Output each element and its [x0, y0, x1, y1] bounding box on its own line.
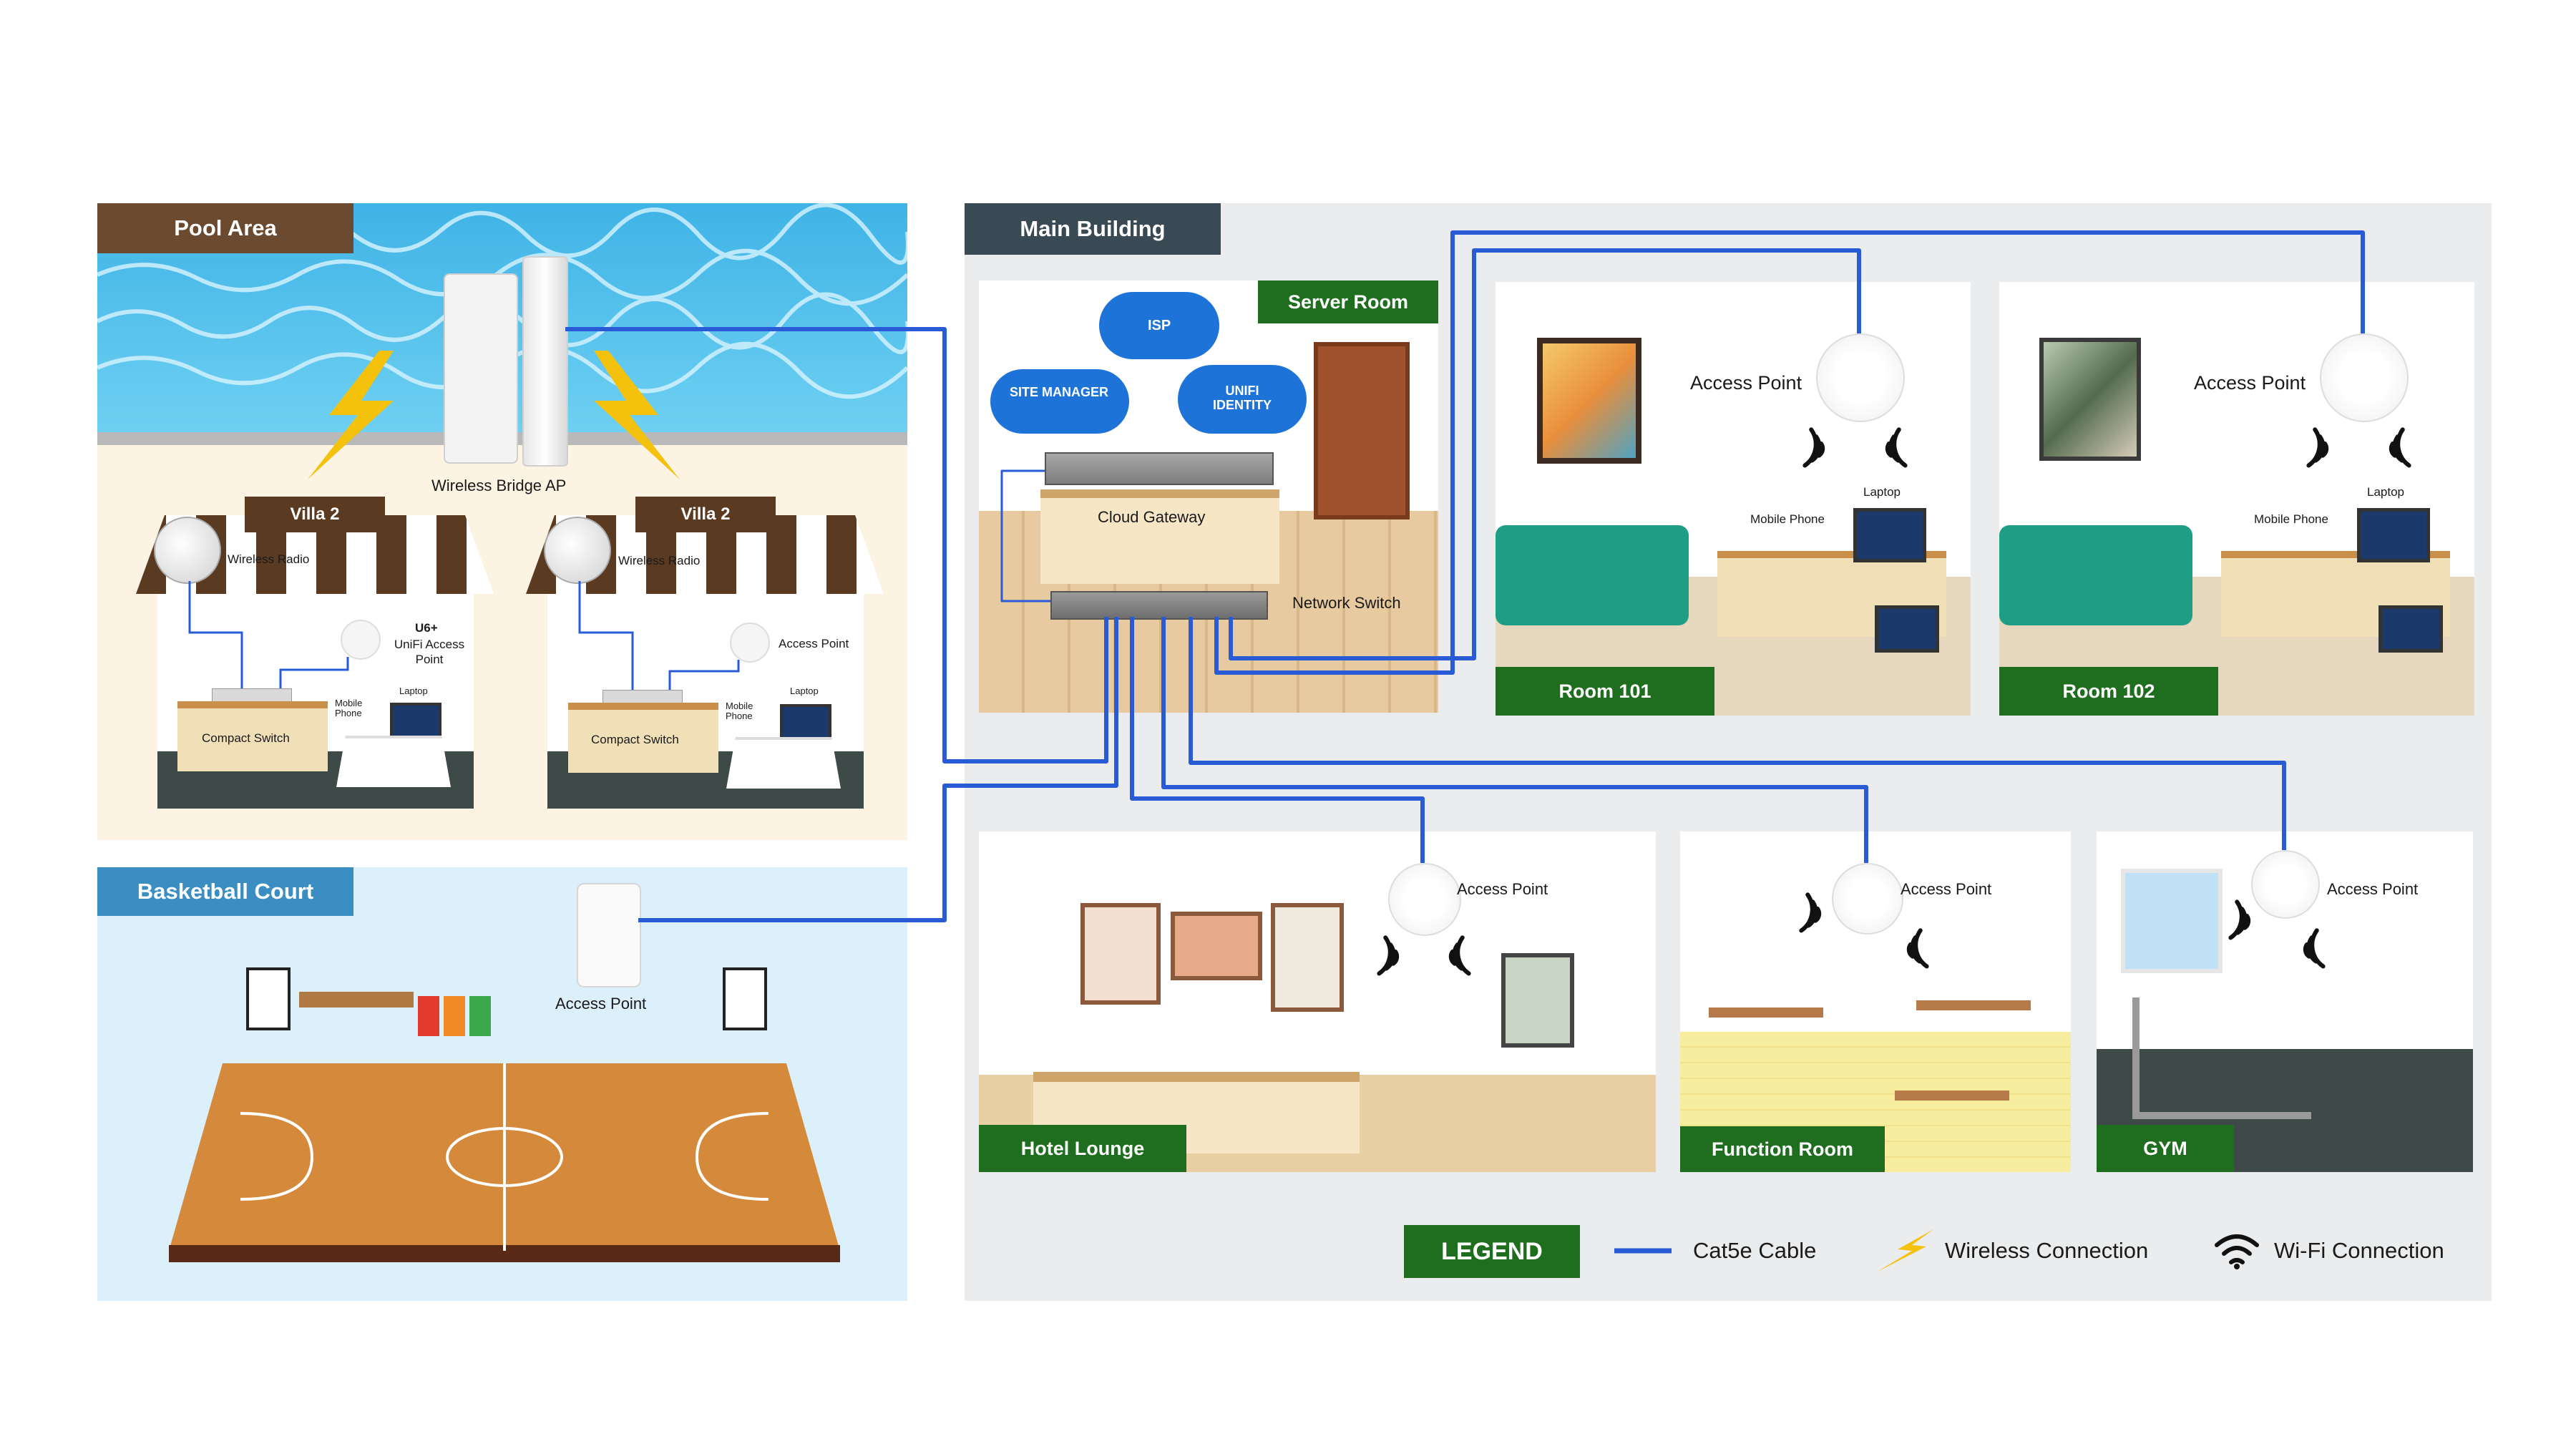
- villa-left-table: [336, 736, 451, 787]
- site-manager-cloud-icon: [990, 369, 1129, 434]
- room-102-laptop-label: Laptop: [2367, 485, 2404, 499]
- basketball-ap-label: Access Point: [555, 995, 647, 1013]
- server-room-tag: Server Room: [1258, 280, 1438, 323]
- villa-right-ap-label: Access Point: [779, 637, 849, 650]
- lounge-painting-1: [1080, 903, 1161, 1005]
- gym-ap-icon[interactable]: [2251, 850, 2320, 919]
- villa-left-laptop-label: Laptop: [399, 686, 428, 696]
- isp-label: ISP: [1148, 318, 1171, 333]
- lounge-painting-2: [1171, 912, 1262, 980]
- legend-wifi-label: Wi-Fi Connection: [2274, 1238, 2444, 1263]
- pool-area-tag: Pool Area: [97, 203, 353, 253]
- hotel-lounge: [979, 831, 1656, 1172]
- room-101-phone-label: Mobile Phone: [1750, 512, 1825, 526]
- function-ap-label: Access Point: [1901, 880, 1992, 898]
- room-102-painting: [2039, 338, 2141, 461]
- room-101-bed: [1496, 525, 1689, 625]
- villa-left-ap-desc: UniFi Access Point: [394, 638, 465, 666]
- lightning-icon: [308, 351, 394, 479]
- function-table-2: [1916, 1000, 2031, 1010]
- lounge-ap-label: Access Point: [1457, 880, 1548, 898]
- server-rack-desk: [1040, 489, 1279, 584]
- hotel-lounge-tag: Hotel Lounge: [979, 1125, 1186, 1172]
- court-lines: [240, 1063, 769, 1251]
- cable-legend-icon: [1614, 1248, 1672, 1254]
- villa-right-ap-icon[interactable]: [730, 623, 770, 663]
- legend-title: LEGEND: [1404, 1225, 1580, 1278]
- main-building-tag: Main Building: [965, 203, 1221, 255]
- site-manager-label: SITE MANAGER: [1009, 385, 1108, 399]
- lounge-painting-4: [1501, 953, 1574, 1048]
- villa-left-phone-label: Mobile Phone: [335, 698, 363, 718]
- laptop-icon[interactable]: [780, 704, 831, 741]
- laptop-icon[interactable]: [2379, 605, 2443, 653]
- laptop-icon[interactable]: [2357, 508, 2430, 562]
- wifi-legend-icon: [2215, 1234, 2259, 1269]
- villa-left-title: Villa 2: [245, 497, 385, 532]
- room-102-ap-icon[interactable]: [2320, 333, 2409, 422]
- gym-window: [2121, 869, 2223, 973]
- wireless-radio-dish-icon[interactable]: [154, 517, 221, 584]
- basketball-ap-device[interactable]: [577, 883, 641, 987]
- villa-right-title: Villa 2: [635, 497, 776, 532]
- room-102-bed: [1999, 525, 2192, 625]
- bench: [299, 992, 414, 1008]
- room-101-ap-label: Access Point: [1690, 372, 1802, 394]
- network-switch-label: Network Switch: [1292, 594, 1401, 612]
- wireless-radio-dish-icon[interactable]: [544, 517, 611, 584]
- function-room-tag: Function Room: [1680, 1126, 1885, 1172]
- lounge-ap-icon[interactable]: [1388, 863, 1461, 936]
- legend-cable-label: Cat5e Cable: [1693, 1238, 1817, 1263]
- bin-green: [469, 996, 491, 1036]
- room-101-painting: [1537, 338, 1641, 464]
- wireless-bridge-ap-device[interactable]: [444, 273, 518, 464]
- bin-red: [418, 996, 439, 1036]
- room-101-tag: Room 101: [1496, 667, 1714, 716]
- villa-left-desk: [177, 701, 328, 771]
- room-101-ap-icon[interactable]: [1816, 333, 1905, 422]
- gym-ap-label: Access Point: [2327, 880, 2419, 898]
- hoop-left: [246, 967, 291, 1030]
- villa-left-switch-label: Compact Switch: [202, 731, 290, 745]
- cloud-gateway-device[interactable]: [1045, 452, 1274, 485]
- villa-left-ap-title: U6+: [415, 621, 438, 635]
- room-102-tag: Room 102: [1999, 667, 2218, 716]
- cloud-gateway-label: Cloud Gateway: [1098, 508, 1206, 526]
- villa-right-phone-label: Mobile Phone: [726, 701, 753, 721]
- function-room: [1680, 831, 2071, 1172]
- villa-right-switch-device[interactable]: [602, 690, 683, 704]
- lightning-icon: [594, 351, 680, 479]
- lounge-painting-3: [1271, 903, 1344, 1012]
- basketball-court-tag: Basketball Court: [97, 867, 353, 916]
- laptop-icon[interactable]: [1853, 508, 1926, 562]
- network-switch-device[interactable]: [1050, 591, 1268, 620]
- villa-right-laptop-label: Laptop: [790, 686, 819, 696]
- wireless-bridge-ap-label: Wireless Bridge AP: [431, 477, 567, 494]
- lightning-legend-icon: [1876, 1229, 1933, 1272]
- isp-cloud-icon: [1099, 292, 1219, 359]
- function-ap-icon[interactable]: [1832, 863, 1903, 935]
- villa-left-ap-icon[interactable]: [341, 620, 381, 660]
- room-101-laptop-label: Laptop: [1863, 485, 1901, 499]
- server-door[interactable]: [1314, 342, 1410, 519]
- legend-wireless-label: Wireless Connection: [1945, 1238, 2149, 1263]
- treadmill: [2132, 997, 2311, 1119]
- gym-tag: GYM: [2097, 1125, 2234, 1172]
- unifi-identity-label: UNIFI IDENTITY: [1212, 384, 1272, 412]
- villa-right-switch-label: Compact Switch: [591, 733, 679, 746]
- function-table-1: [1709, 1008, 1823, 1018]
- bin-orange: [444, 996, 465, 1036]
- laptop-icon[interactable]: [1875, 605, 1939, 653]
- laptop-icon[interactable]: [390, 703, 441, 740]
- function-table-3: [1895, 1091, 2009, 1101]
- hoop-right: [723, 967, 767, 1030]
- room-102-ap-label: Access Point: [2194, 372, 2306, 394]
- villa-right-table: [726, 737, 841, 789]
- room-102-phone-label: Mobile Phone: [2254, 512, 2328, 526]
- bridge-antenna: [522, 256, 568, 467]
- villa-right-radio-label: Wireless Radio: [618, 554, 701, 567]
- villa-left-switch-device[interactable]: [212, 688, 292, 703]
- villa-left-radio-label: Wireless Radio: [228, 552, 310, 566]
